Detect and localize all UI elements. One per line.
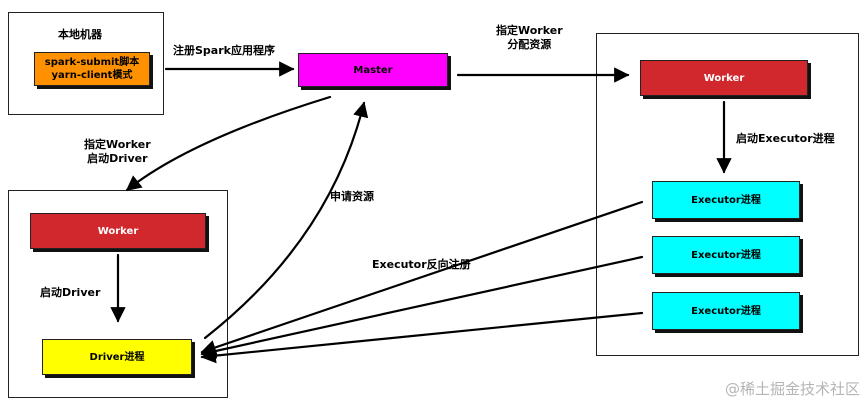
start-driver-label: 启动Driver [40,286,101,299]
executor-node-3: Executor进程 [652,292,800,330]
assign-worker-resources-line1: 指定Worker [496,24,563,37]
driver-node: Driver进程 [42,339,192,375]
assign-worker-driver-line1: 指定Worker [84,138,151,151]
worker-left-node: Worker [30,213,206,249]
spark-submit-line1: spark-submit脚本 [44,57,140,68]
assign-worker-resources-label: 指定Worker 分配资源 [496,24,563,52]
executor-2-label: Executor进程 [691,249,761,261]
worker-right-node: Worker [640,60,808,96]
watermark: @稀土掘金技术社区 [724,380,860,398]
executor-register-back-label: Executor反向注册 [372,258,471,271]
worker-right-label: Worker [703,72,745,84]
executor-3-label: Executor进程 [691,305,761,317]
arrow-executor2-register [200,255,644,359]
assign-worker-driver-label: 指定Worker 启动Driver [84,138,151,166]
start-executor-label: 启动Executor进程 [736,132,835,145]
spark-submit-node: spark-submit脚本 yarn-client模式 [34,52,150,86]
driver-label: Driver进程 [89,351,145,363]
executor-node-2: Executor进程 [652,236,800,274]
assign-worker-resources-line2: 分配资源 [507,38,552,51]
executor-node-1: Executor进程 [652,181,800,219]
register-app-label: 注册Spark应用程序 [173,44,275,57]
arrow-executor3-register [200,311,644,364]
local-machine-label: 本地机器 [58,28,102,41]
worker-left-label: Worker [97,225,139,237]
apply-resources-label: 申请资源 [330,190,374,203]
master-label: Master [353,64,393,76]
arrow-executor1-register [200,200,644,355]
spark-submit-line2: yarn-client模式 [51,70,133,81]
master-node: Master [298,53,448,87]
executor-1-label: Executor进程 [691,194,761,206]
arrow-master-to-left-worker [125,95,332,192]
assign-worker-driver-line2: 启动Driver [87,152,148,165]
arrow-apply-resources [203,101,369,340]
